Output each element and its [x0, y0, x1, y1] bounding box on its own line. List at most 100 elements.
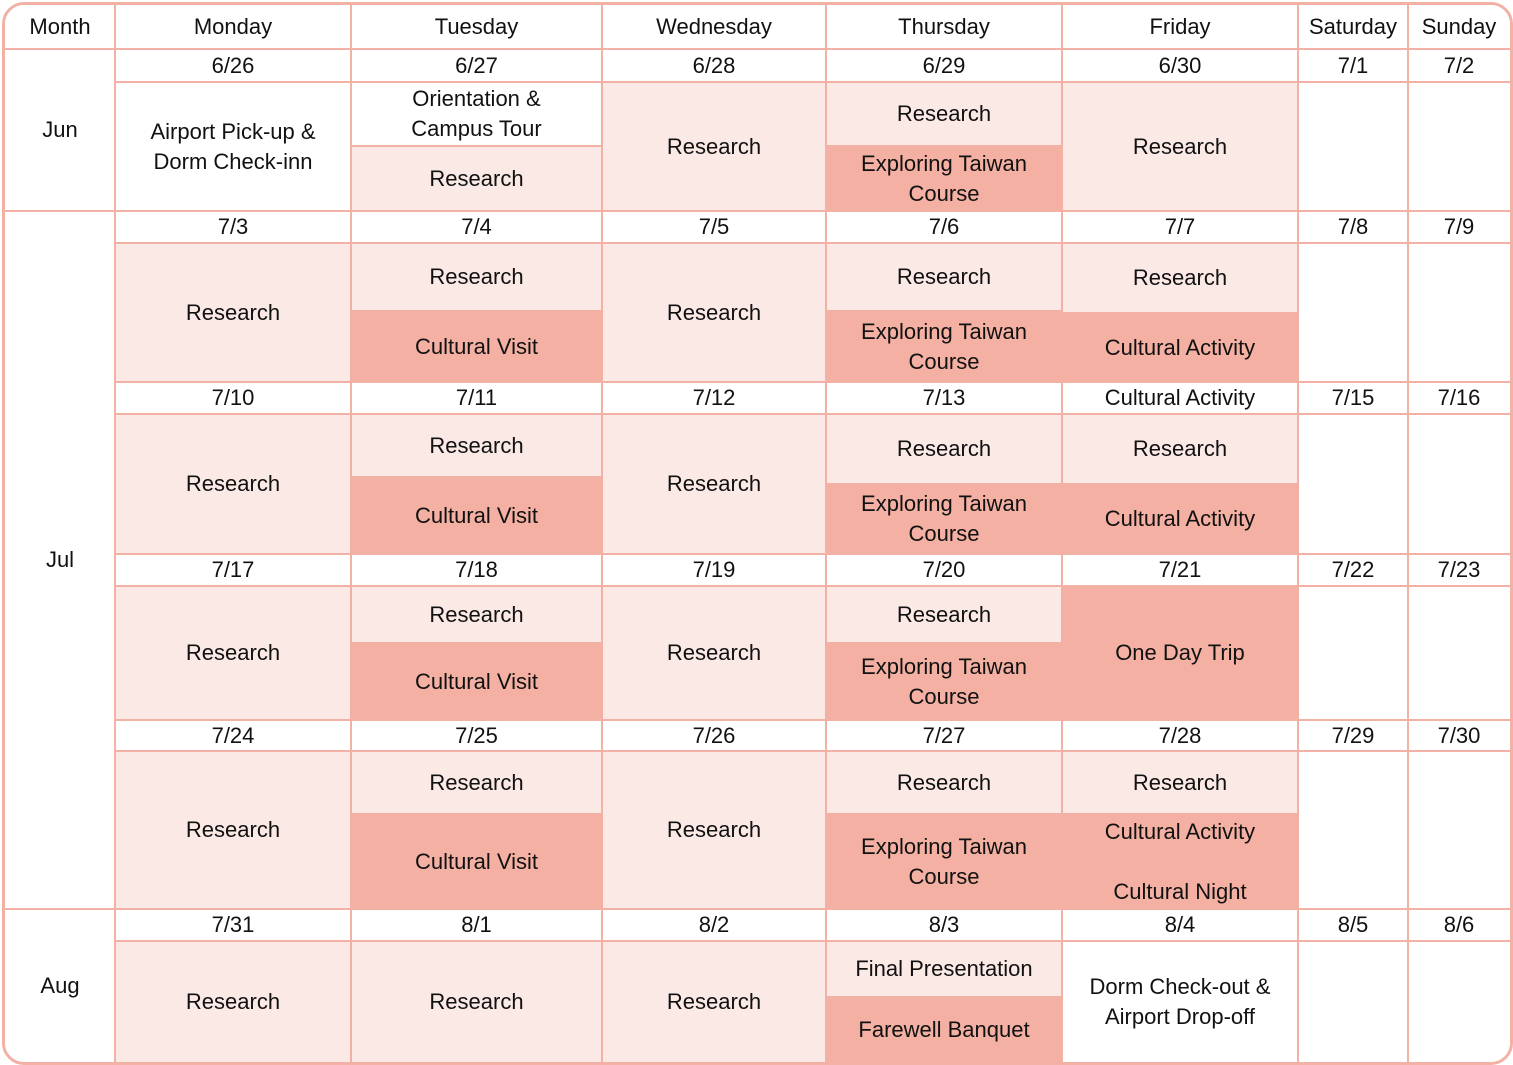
cell-text-line: Exploring Taiwan: [861, 653, 1027, 679]
cell-text-line: Course: [908, 683, 980, 709]
cell-text-line: Research: [896, 769, 992, 795]
date-cell: 7/1: [1298, 49, 1408, 82]
cell-text-line: [1350, 298, 1356, 328]
empty-day-cell: [1408, 243, 1510, 382]
activity-cell: Research: [602, 243, 826, 382]
grid-line: [5, 48, 1510, 50]
activity-cell: Research: [1062, 243, 1298, 313]
cell-text-line: Final Presentation: [855, 956, 1033, 981]
activity-cell: Cultural Visit: [351, 814, 602, 909]
cell-text-line: Cultural Night: [1113, 878, 1247, 904]
cell-text-line: Cultural Activity: [1104, 818, 1256, 844]
date-cell: 8/4: [1062, 909, 1298, 941]
empty-day-cell: [1298, 751, 1408, 909]
cell-text-line: [1456, 298, 1462, 328]
cell-text-line: Research: [185, 640, 281, 665]
cell-text-line: Cultural Visit: [414, 668, 539, 694]
cell-text-line: Airport Pick-up &: [150, 118, 316, 144]
month-label-jul: Jul: [5, 211, 115, 909]
activity-cell: Cultural Activity Cultural Night: [1062, 814, 1298, 909]
header-wednesday: Wednesday: [602, 5, 826, 49]
activity-cell: Research: [602, 82, 826, 211]
date-cell: 7/10: [115, 382, 351, 414]
month-label-jun: Jun: [5, 49, 115, 211]
cell-text-line: Course: [908, 348, 980, 374]
header-thursday: Thursday: [826, 5, 1062, 49]
date-cell: 7/17: [115, 554, 351, 586]
activity-cell: Research: [351, 243, 602, 311]
cell-text-line: Research: [666, 471, 762, 496]
grid-line: [115, 242, 1510, 244]
empty-day-cell: [1408, 586, 1510, 720]
date-cell: 7/2: [1408, 49, 1510, 82]
date-cell: 7/24: [115, 720, 351, 751]
grid-line: [115, 940, 1510, 942]
activity-cell: Farewell Banquet: [826, 997, 1062, 1062]
cell-text-line: Research: [185, 988, 281, 1014]
date-cell: 8/3: [826, 909, 1062, 941]
cell-text-line: Research: [666, 133, 762, 159]
date-cell: 7/31: [115, 909, 351, 941]
cell-text-line: [1456, 132, 1462, 162]
date-cell: 7/27: [826, 720, 1062, 751]
cell-text-line: Research: [185, 817, 281, 842]
cell-text-line: Research: [429, 769, 524, 795]
header-tuesday: Tuesday: [351, 5, 602, 49]
cell-text-line: Research: [429, 601, 524, 627]
activity-cell: Research: [826, 751, 1062, 814]
activity-cell: Research: [602, 751, 826, 909]
activity-cell: Cultural Visit: [351, 311, 602, 382]
cell-text-line: Research: [1132, 436, 1228, 461]
cell-text-line: [1350, 987, 1356, 1017]
grid-line: [1062, 312, 1298, 314]
date-cell: 7/29: [1298, 720, 1408, 751]
date-cell: 8/2: [602, 909, 826, 941]
date-cell: 7/21: [1062, 554, 1298, 586]
cell-text-line: Exploring Taiwan: [861, 150, 1027, 176]
month-label-aug: Aug: [5, 909, 115, 1062]
date-cell: 7/7: [1062, 211, 1298, 243]
empty-day-cell: [1408, 414, 1510, 554]
cell-text-line: Cultural Visit: [414, 333, 539, 359]
activity-cell: Research: [1062, 751, 1298, 814]
date-cell: 8/6: [1408, 909, 1510, 941]
grid-line: [1061, 5, 1063, 1062]
grid-line: [5, 210, 1510, 212]
activity-cell: Research: [351, 586, 602, 643]
activity-cell: Research: [351, 941, 602, 1062]
date-cell: 7/16: [1408, 382, 1510, 414]
cell-text-line: Cultural Visit: [414, 502, 539, 528]
date-cell: 8/1: [351, 909, 602, 941]
activity-cell: Research: [1062, 414, 1298, 484]
cell-text-line: Course: [908, 521, 980, 546]
cell-text-line: Cultural Visit: [414, 848, 539, 874]
date-cell: 7/3: [115, 211, 351, 243]
date-cell: 7/6: [826, 211, 1062, 243]
date-cell: 7/22: [1298, 554, 1408, 586]
activity-cell: Research: [602, 414, 826, 554]
grid-line: [1062, 813, 1298, 815]
cell-text-line: [1456, 469, 1462, 499]
date-cell: 6/26: [115, 49, 351, 82]
cell-text-line: Research: [185, 299, 281, 325]
grid-line: [826, 310, 1062, 312]
date-cell: 7/11: [351, 382, 602, 414]
date-cell: 7/9: [1408, 211, 1510, 243]
date-cell: 7/15: [1298, 382, 1408, 414]
date-cell: 7/13: [826, 382, 1062, 414]
cell-text-line: Airport Drop-off: [1105, 1003, 1255, 1029]
grid-line: [1062, 483, 1298, 485]
cell-text-line: Research: [1132, 133, 1228, 159]
grid-line: [826, 642, 1062, 644]
empty-day-cell: [1298, 414, 1408, 554]
cell-text-line: [1350, 815, 1356, 845]
cell-text-line: Exploring Taiwan: [861, 833, 1027, 859]
date-cell: 6/27: [351, 49, 602, 82]
cell-text-line: Research: [666, 299, 762, 325]
cell-text-line: Orientation &: [412, 86, 541, 111]
cell-text-line: [1350, 132, 1356, 162]
cell-text-line: Campus Tour: [411, 116, 542, 141]
date-cell: 7/23: [1408, 554, 1510, 586]
